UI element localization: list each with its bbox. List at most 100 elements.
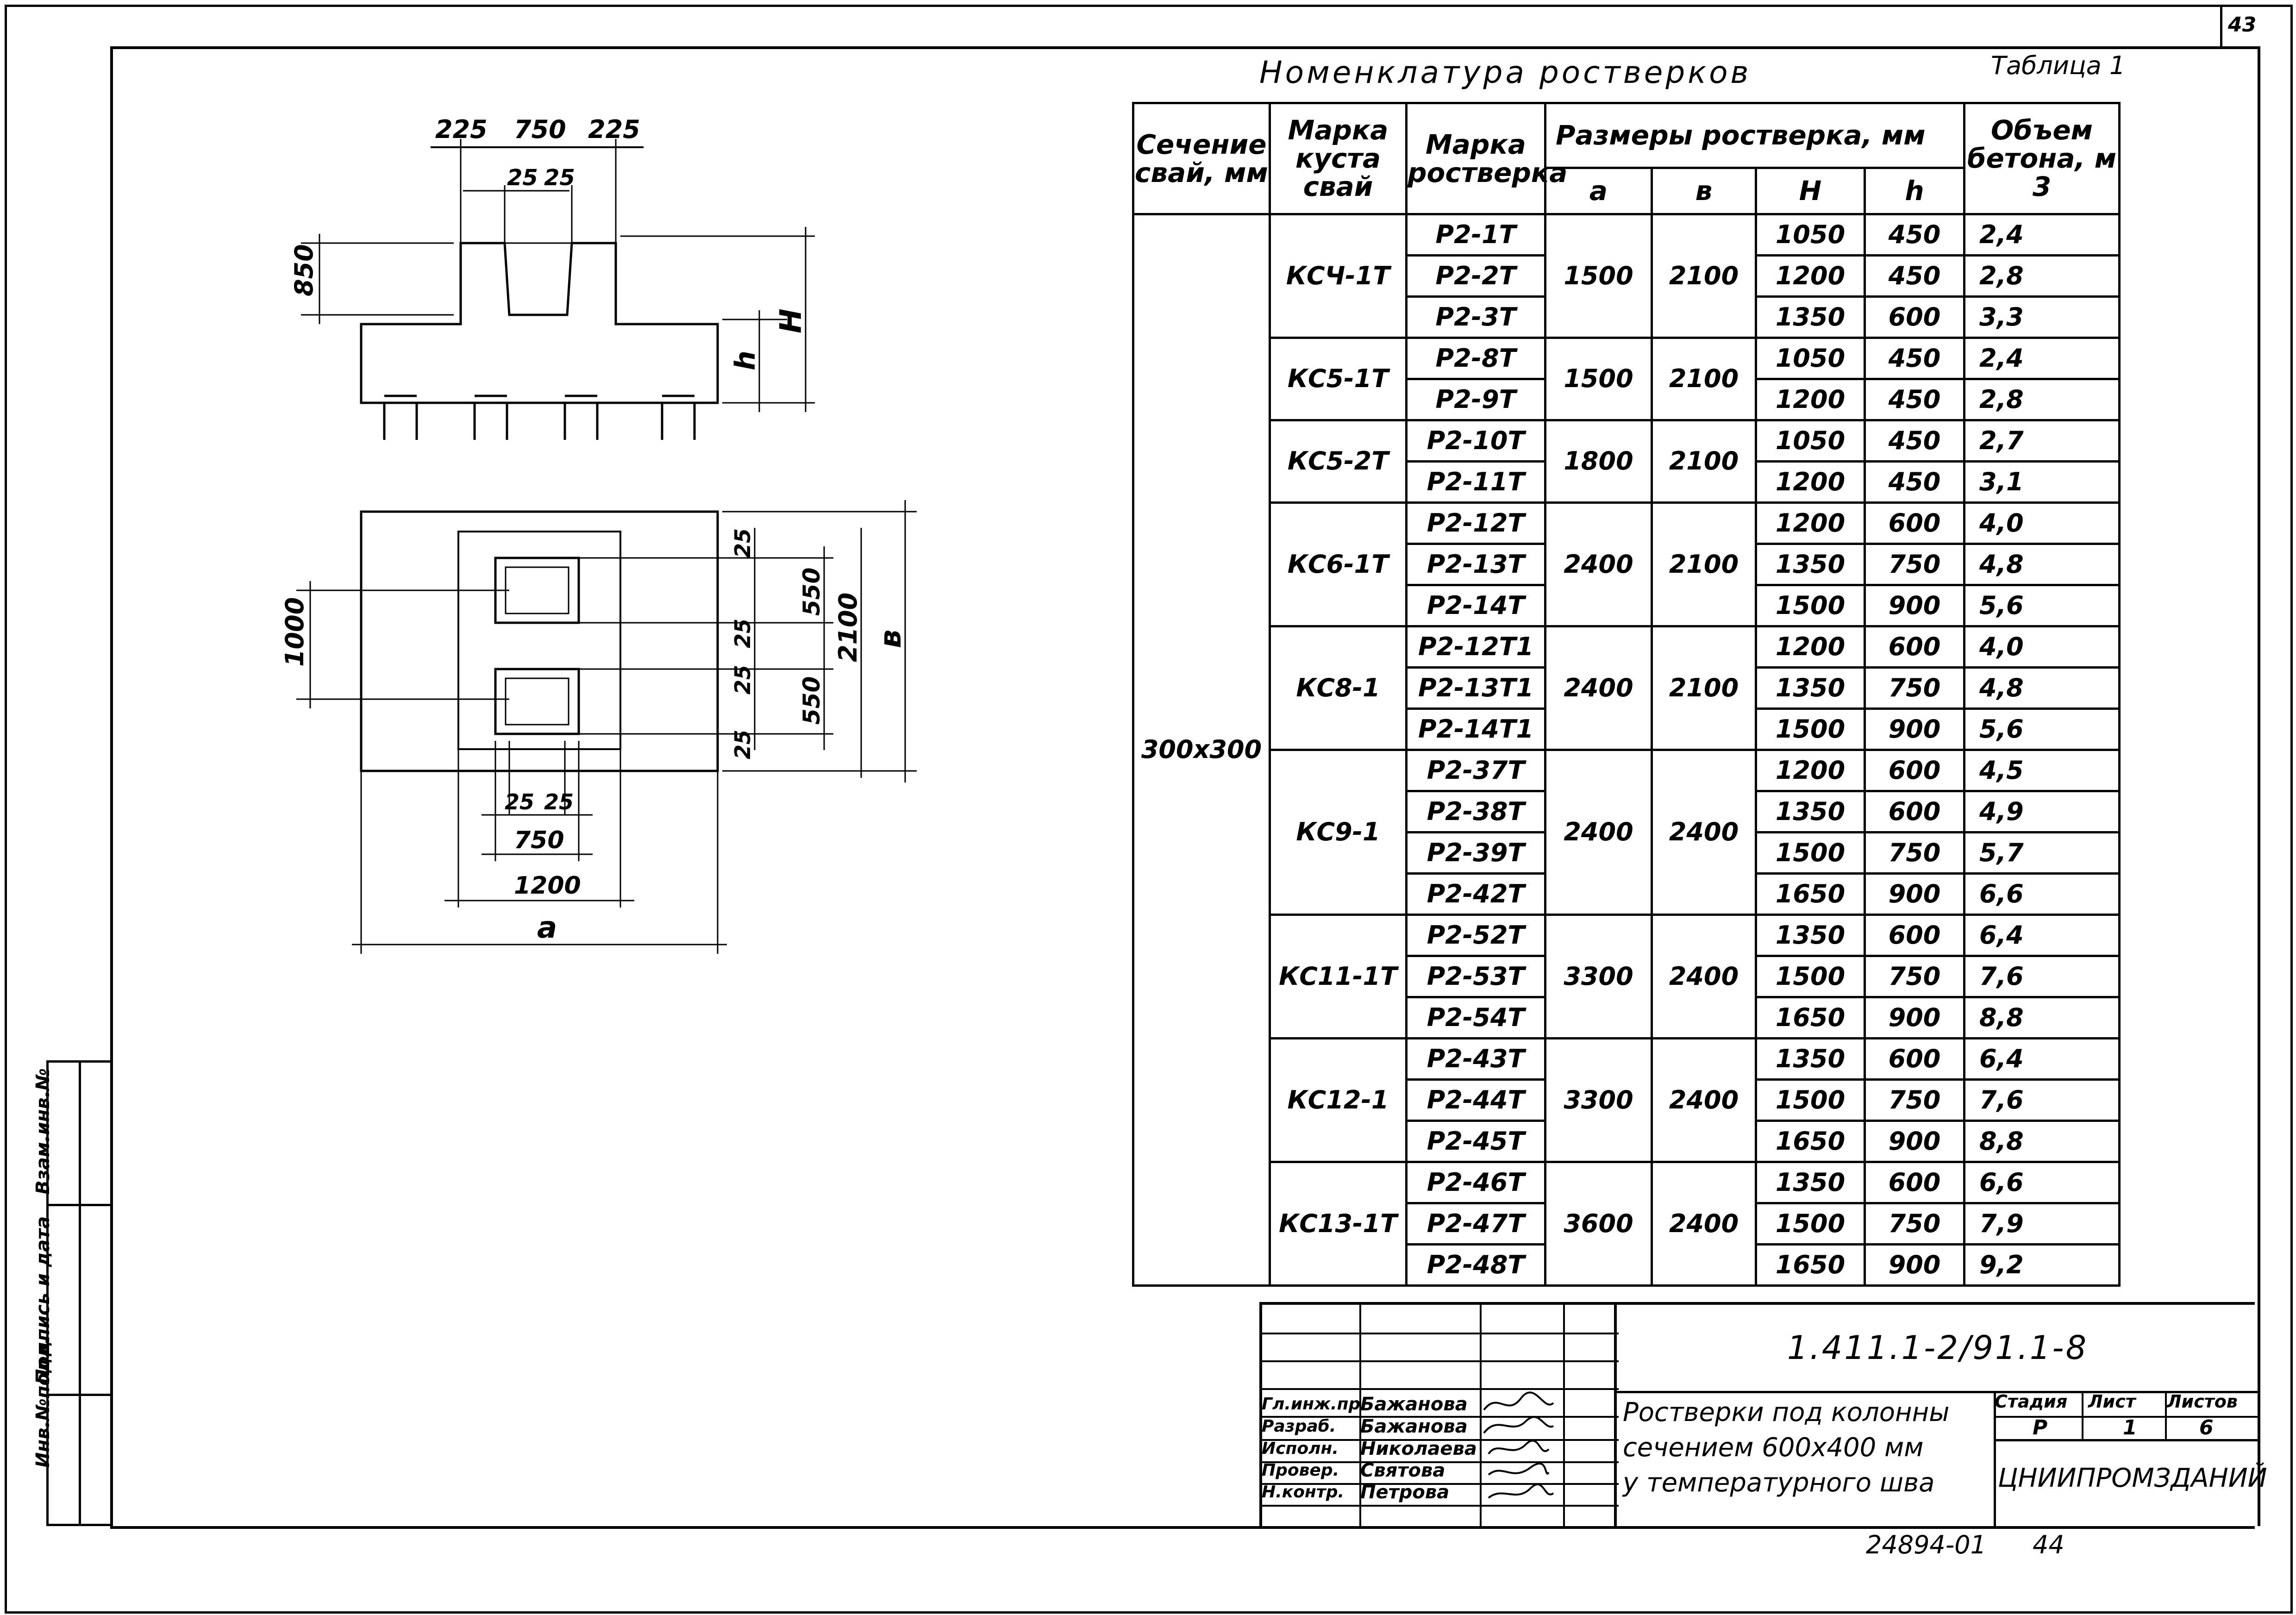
stamp-inv-replace: Взам.инв.№ — [32, 1068, 54, 1195]
cell-size-h: 600 — [1863, 1037, 1966, 1081]
organization: ЦНИИПРОМЗДАНИЙ — [1998, 1463, 2267, 1493]
cell-size-a: 2400 — [1544, 625, 1653, 751]
bottom-number-1: 24894-01 — [1866, 1530, 1986, 1559]
cell-size-b: 2100 — [1651, 625, 1757, 751]
cell-size-h: 900 — [1863, 996, 1966, 1039]
cell-size-H: 1350 — [1755, 543, 1866, 586]
cell-size-h: 900 — [1863, 872, 1966, 916]
dim-225-right: 225 — [588, 115, 640, 144]
cell-volume: 4,8 — [1963, 666, 2121, 710]
dim-plan-25-2: 25 — [730, 619, 755, 648]
cell-size-H: 1050 — [1755, 419, 1866, 463]
table-number: Таблица 1 — [1991, 51, 2126, 80]
side-stamp — [46, 1060, 113, 1526]
cell-volume: 8,8 — [1963, 1120, 2121, 1163]
cell-size-h: 750 — [1863, 1202, 1966, 1246]
name-2: Бажанова — [1360, 1416, 1468, 1437]
cell-volume: 2,7 — [1963, 419, 2121, 463]
role-4: Провер. — [1262, 1461, 1339, 1480]
cell-size-h: 750 — [1863, 543, 1966, 586]
cell-size-H: 1350 — [1755, 914, 1866, 957]
cell-size-h: 450 — [1863, 337, 1966, 380]
cell-volume: 9,2 — [1963, 1243, 2121, 1287]
title-line-3: у температурного шва — [1623, 1468, 1935, 1498]
page-number: 43 — [2228, 13, 2257, 37]
th-grillage-mark: Марка ростверка — [1405, 102, 1567, 215]
cell-volume: 5,6 — [1963, 707, 2121, 751]
cell-pile-group: КС13-1Т — [1269, 1161, 1408, 1287]
cell-size-h: 750 — [1863, 955, 1966, 998]
cell-size-h: 450 — [1863, 378, 1966, 421]
cell-volume: 5,6 — [1963, 584, 2121, 627]
cell-volume: 2,8 — [1963, 254, 2121, 298]
cell-volume: 3,3 — [1963, 295, 2121, 339]
cell-size-h: 900 — [1863, 1120, 1966, 1163]
stage-value: Р — [2033, 1416, 2048, 1440]
cell-size-H: 1500 — [1755, 584, 1866, 627]
cell-volume: 4,8 — [1963, 543, 2121, 586]
sheet-label: Лист — [2088, 1391, 2136, 1412]
cell-size-H: 1500 — [1755, 1202, 1866, 1246]
sheets-label: Листов — [2167, 1391, 2238, 1412]
role-2: Разраб. — [1262, 1417, 1336, 1436]
cell-size-H: 1350 — [1755, 1161, 1866, 1204]
cell-size-H: 1200 — [1755, 378, 1866, 421]
cell-grillage-mark: Р2-12Т1 — [1405, 625, 1546, 669]
table-caption: Номенклатура ростверков — [1259, 55, 1752, 90]
cell-volume: 4,0 — [1963, 501, 2121, 545]
cell-pile-group: КС11-1Т — [1269, 914, 1408, 1039]
cell-size-H: 1650 — [1755, 1243, 1866, 1287]
cell-size-b: 2400 — [1651, 1037, 1757, 1163]
cell-volume: 2,4 — [1963, 213, 2121, 257]
cell-volume: 2,8 — [1963, 378, 2121, 421]
dim-plan-550-2: 550 — [798, 676, 825, 725]
th-pile-group: Марка куста свай — [1269, 102, 1408, 215]
cell-grillage-mark: Р2-9Т — [1405, 378, 1546, 421]
cell-size-H: 1350 — [1755, 790, 1866, 833]
cell-grillage-mark: Р2-42Т — [1405, 872, 1546, 916]
cell-size-b: 2400 — [1651, 1161, 1757, 1287]
cell-volume: 6,6 — [1963, 1161, 2121, 1204]
name-3: Николаева — [1360, 1438, 1477, 1459]
cell-volume: 3,1 — [1963, 460, 2121, 504]
cell-volume: 4,5 — [1963, 749, 2121, 792]
cell-size-b: 2400 — [1651, 749, 1757, 916]
cell-size-h: 600 — [1863, 1161, 1966, 1204]
cell-volume: 7,6 — [1963, 955, 2121, 998]
th-a: а — [1544, 167, 1653, 215]
cell-size-b: 2100 — [1651, 337, 1757, 421]
th-b: в — [1651, 167, 1757, 215]
cell-size-H: 1500 — [1755, 1078, 1866, 1122]
page-number-box — [2220, 5, 2259, 49]
label-H: Н — [774, 308, 808, 333]
cell-grillage-mark: Р2-52Т — [1405, 914, 1546, 957]
dim-1000: 1000 — [280, 597, 309, 667]
cell-size-H: 1500 — [1755, 955, 1866, 998]
cell-grillage-mark: Р2-12Т — [1405, 501, 1546, 545]
cell-grillage-mark: Р2-48Т — [1405, 1243, 1546, 1287]
dim-plan-550-1: 550 — [798, 568, 825, 616]
cell-size-H: 1050 — [1755, 213, 1866, 257]
dim-2100: 2100 — [833, 593, 863, 662]
cell-pile-group: КС5-1Т — [1269, 337, 1408, 421]
cell-size-H: 1350 — [1755, 666, 1866, 710]
cell-size-h: 450 — [1863, 213, 1966, 257]
label-b: в — [874, 630, 908, 649]
stamp-signature-date: Подпись и дата — [32, 1216, 54, 1384]
cell-size-h: 900 — [1863, 1243, 1966, 1287]
cell-size-H: 1350 — [1755, 295, 1866, 339]
cell-grillage-mark: Р2-46Т — [1405, 1161, 1546, 1204]
